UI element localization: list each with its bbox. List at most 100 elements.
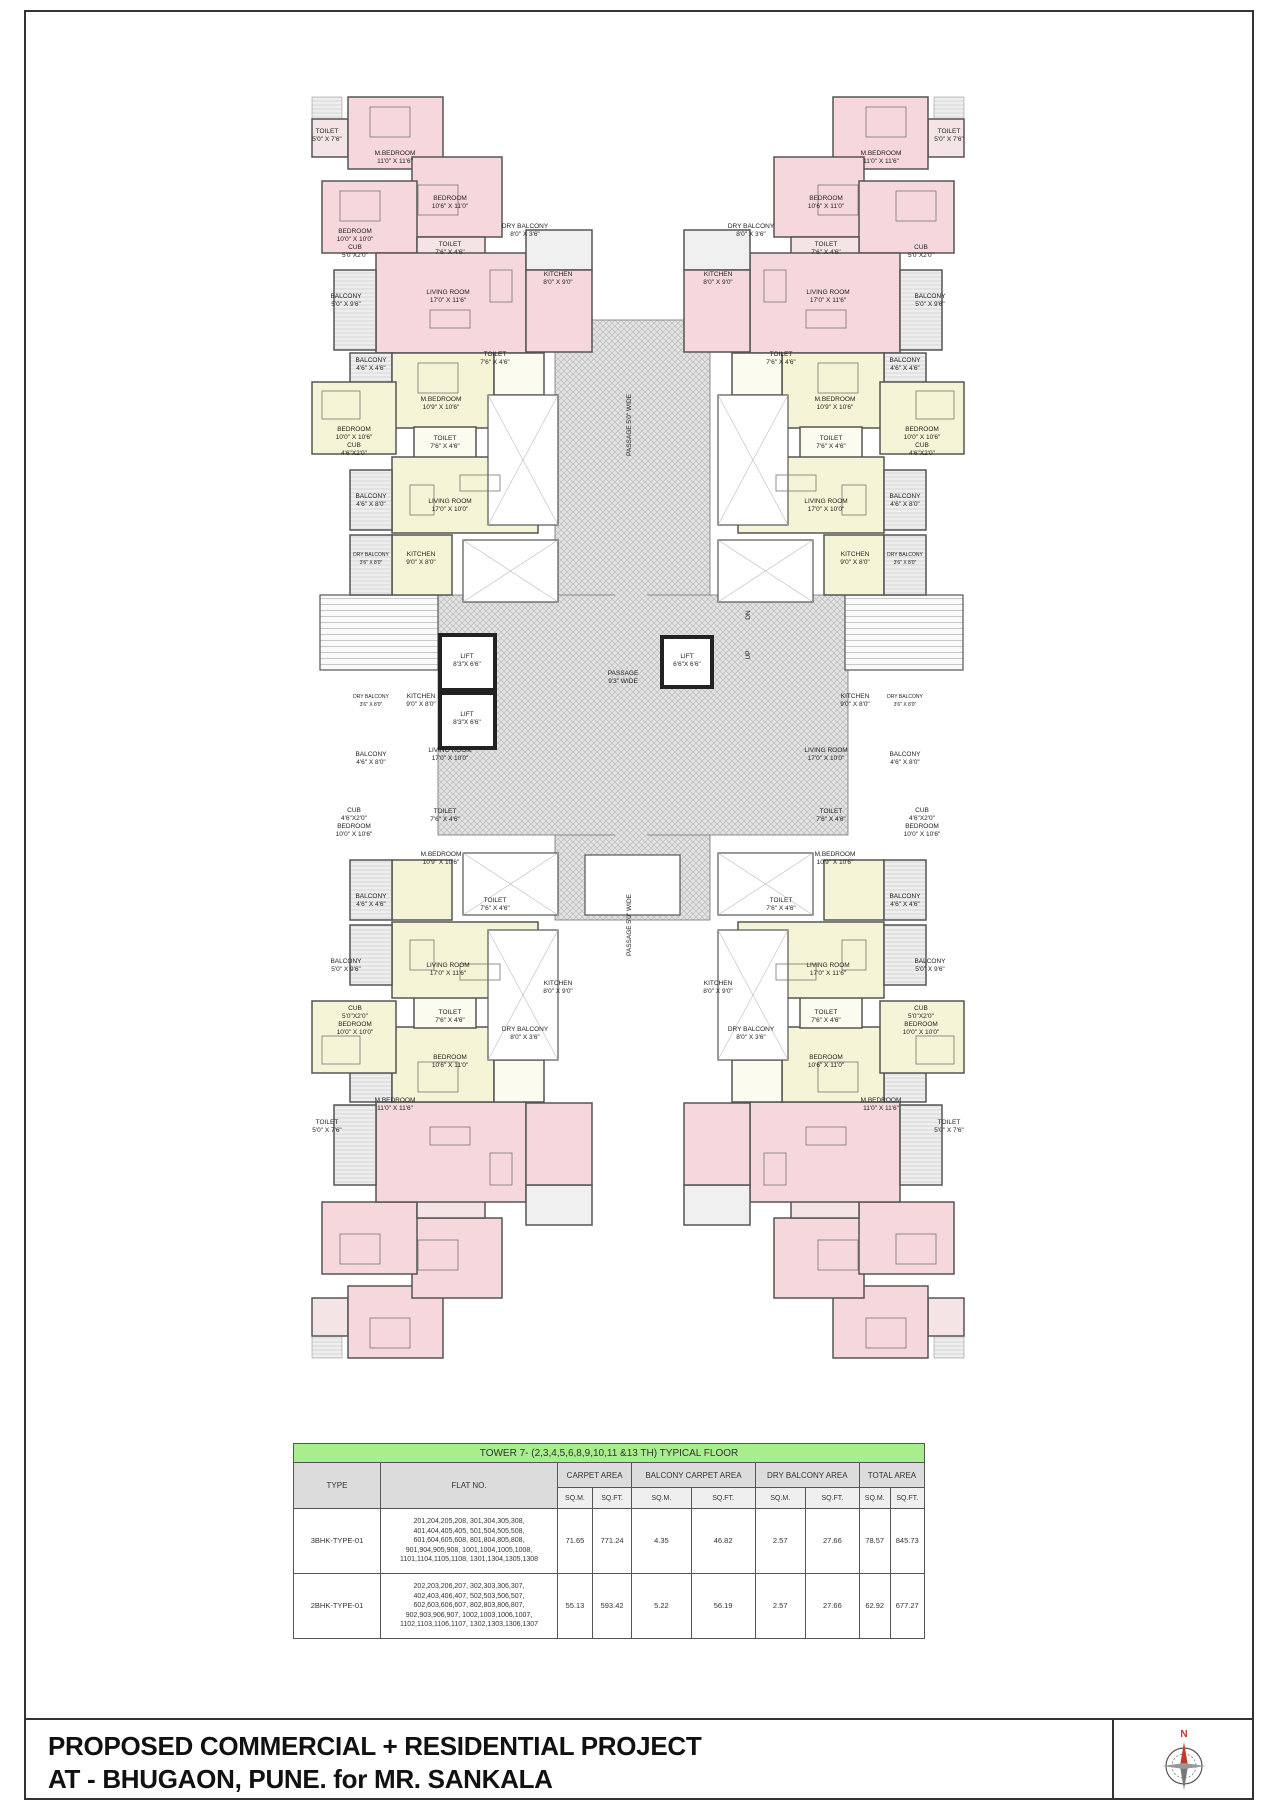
room-size: 5'0" X 9'6" [915,966,945,973]
room-size: 10'9" X 10'6" [817,404,854,411]
room-size: 3'6" X 8'0" [360,702,383,708]
table-row: 2BHK-TYPE-01 202,203,206,207, 302,303,30… [293,1573,925,1639]
room-size: 3'6" X 8'0" [360,560,383,566]
area-statement-table: TOWER 7- (2,3,4,5,6,8,9,10,11 &13 TH) TY… [293,1443,926,1639]
room-label: BEDROOM [338,228,372,235]
room-size: 9'0" X 8'0" [840,559,870,566]
stair-up-label: UP [745,650,752,659]
table-title: TOWER 7- (2,3,4,5,6,8,9,10,11 &13 TH) TY… [293,1443,925,1463]
room-size: 9'0" X 8'0" [840,701,870,708]
cell-total-sqft: 845.73 [889,1508,925,1574]
room-size: 10'6" X 11'0" [808,1062,845,1069]
cell-balcony-sqft: 56.19 [690,1573,756,1639]
room-label: CUB [348,1005,362,1012]
room-size: 10'0" X 10'0" [337,236,374,243]
cell-carpet-sqft: 771.24 [591,1508,633,1574]
title-block: PROPOSED COMMERCIAL + RESIDENTIAL PROJEC… [24,1718,1254,1800]
cell-total-sqm: 62.92 [858,1573,891,1639]
room-size: 4'6" X 8'0" [356,759,386,766]
room-label: TOILET [770,351,793,358]
room-label: TOILET [484,897,507,904]
room-label: M.BEDROOM [815,396,856,403]
cell-dry-sqft: 27.66 [804,1573,860,1639]
room-label: BALCONY [330,293,362,300]
stair-dn-label: DN [745,610,752,620]
room-size: 17'0" X 11'6" [430,297,467,304]
room-size: 11'0" X 11'6" [863,158,899,165]
cell-type: 3BHK-TYPE-01 [293,1508,381,1574]
room-size: 4'6" X 4'6" [356,365,386,372]
unit-label: SQ.FT. [591,1487,633,1509]
room-size: 17'0" X 10'0" [808,506,845,513]
room-size: 9'0" X 8'0" [406,701,436,708]
room-label: BALCONY [330,958,362,965]
room-label: BALCONY [355,893,387,900]
room-size: 4'6" X 4'6" [356,901,386,908]
room-size: 11'0" X 11'6" [377,158,413,165]
room-label: BEDROOM [905,823,939,830]
room-label: CUB [348,244,362,251]
room-size: 10'9" X 10'6" [423,404,460,411]
flat-line: 601,604,605,608, 801,804,805,808, [413,1537,525,1545]
room-size: 5'0" X 9'6" [331,301,361,308]
room-size: 4'6"X2'0" [341,815,368,822]
room-size: 5'0" X 7'6" [312,136,342,143]
room-label: BEDROOM [337,426,371,433]
lift-label: LIFT [460,711,473,718]
room-size: 7'6" X 4'6" [766,905,796,912]
room-size: 5'0"X2'0" [342,1013,369,1020]
room-size: 17'0" X 10'0" [432,755,469,762]
room-label: CUB [915,442,929,449]
north-compass-icon: N [1162,1729,1206,1790]
room-size: 17'0" X 10'0" [808,755,845,762]
room-label: DRY BALCONY [728,1026,775,1033]
room-size: 5'0" X 7'6" [934,1127,964,1134]
room-size: 8'0" X 3'6" [736,1034,766,1041]
room-size: 7'6" X 4'6" [811,1017,841,1024]
room-label: BALCONY [889,357,921,364]
header-total-area: TOTAL AREA [858,1462,926,1488]
lift-left-2 [438,691,497,750]
room-label: M.BEDROOM [861,150,902,157]
room-size: 7'6" X 4'6" [430,816,460,823]
lift-right [660,635,714,689]
room-size: 7'6" X 4'6" [816,443,846,450]
room-size: 7'6" X 4'6" [766,359,796,366]
room-label: BALCONY [914,293,946,300]
room-size: 17'0" X 11'6" [430,970,467,977]
room-label: M.BEDROOM [421,396,462,403]
flat-line: 1102,1103,1106,1107, 1302,1303,1306,1307 [399,1621,539,1629]
room-label: BEDROOM [433,195,467,202]
compass-cell: N [1112,1720,1254,1800]
room-size: 3'6" X 8'0" [894,702,917,708]
room-size: 7'6" X 4'6" [480,359,510,366]
room-label: DRY BALCONY [502,223,549,230]
room-label: KITCHEN [841,551,870,558]
flat-line: 401,404,405,405, 501,504,505,508, [413,1527,525,1535]
room-label: TOILET [316,128,339,135]
room-size: 5'0"X2'0" [342,252,369,259]
room-label: KITCHEN [704,271,733,278]
flat-line: 602,603,606,607, 802,803,806,807, [413,1602,525,1610]
room-size: 10'6" X 11'0" [432,1062,469,1069]
room-label: BEDROOM [809,195,843,202]
room-label: KITCHEN [407,693,436,700]
unit-label: SQ.FT. [690,1487,756,1509]
unit-label: SQ.M. [631,1487,692,1509]
unit-label: SQ.M. [557,1487,593,1509]
header-type: TYPE [293,1462,381,1509]
room-label: DRY BALCONY [887,552,923,558]
room-label: M.BEDROOM [375,150,416,157]
room-label: LIVING ROOM [806,289,849,296]
room-size: 5'0" X 7'6" [934,136,964,143]
unit-block-bottom-right [683,852,965,1359]
room-label: TOILET [484,351,507,358]
room-size: 7'6" X 4'6" [480,905,510,912]
room-size: 5'0"X2'0" [908,252,935,259]
room-label: BEDROOM [338,1021,372,1028]
room-label: LIVING ROOM [804,498,847,505]
room-label: TOILET [815,241,838,248]
drawing-sheet-border [24,10,1254,1800]
room-size: 10'0" X 10'0" [337,1029,374,1036]
room-size: 5'0" X 9'6" [915,301,945,308]
